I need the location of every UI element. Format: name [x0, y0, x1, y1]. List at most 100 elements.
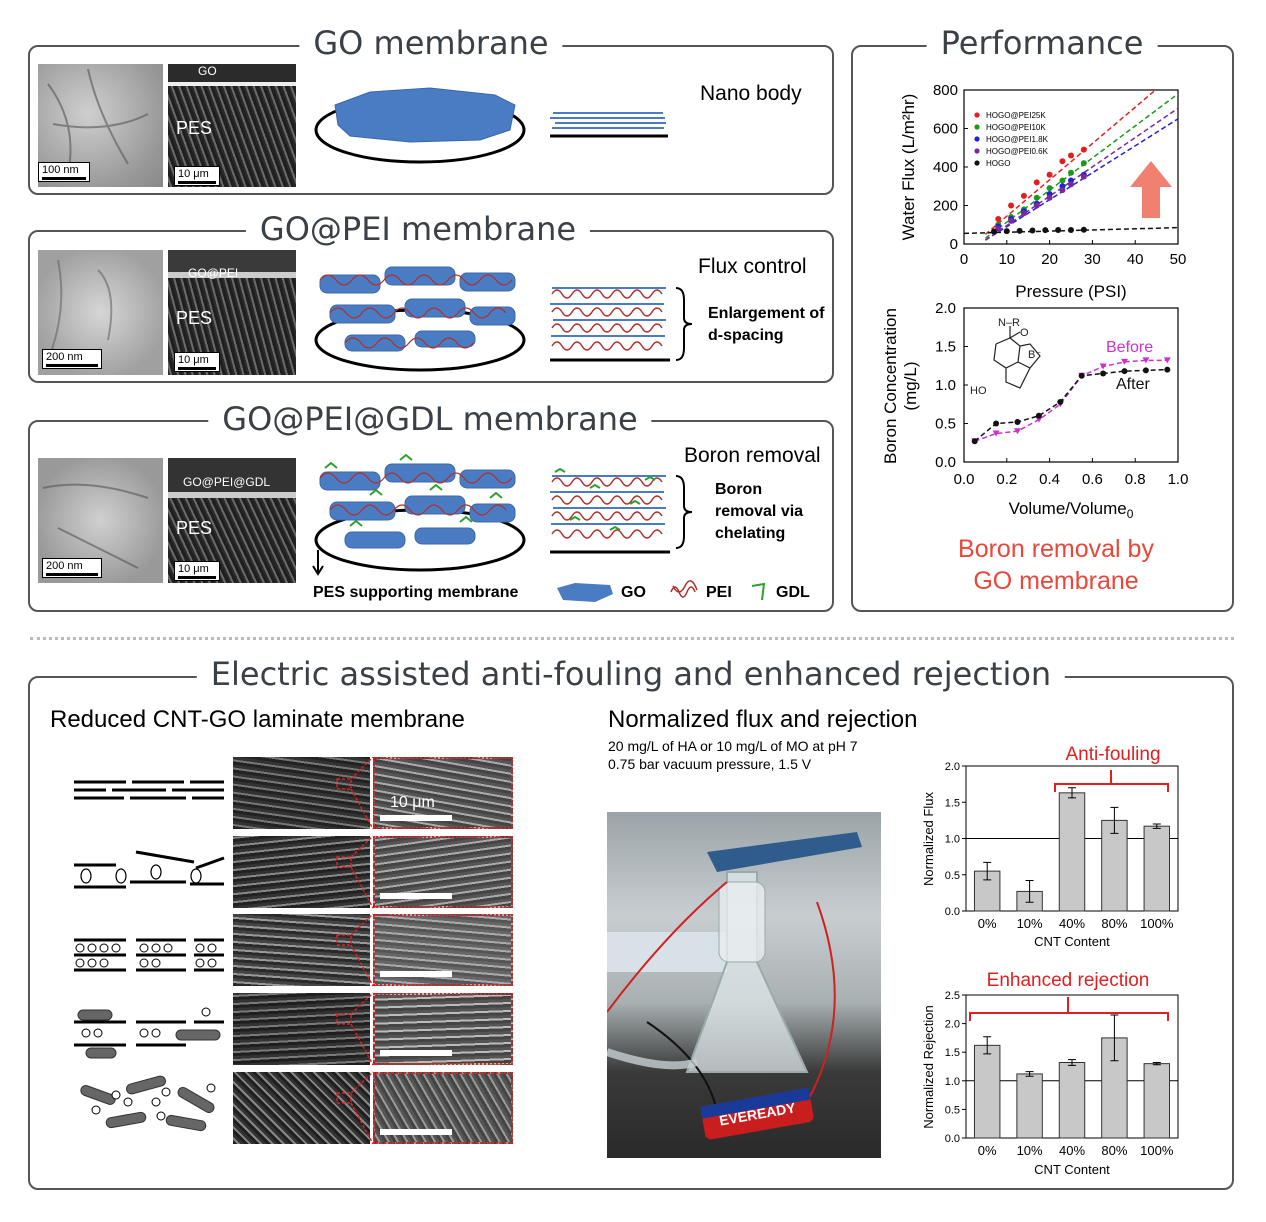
performance-panel [851, 45, 1234, 612]
legend-label: HOGO@PEI25K [986, 111, 1046, 120]
tem-scale-gopei: 200 nm [42, 349, 102, 369]
filtration-setup-photo: EVEREADY [607, 812, 881, 1158]
data-point [995, 215, 1002, 222]
structure-label-b: B⁻ [1028, 349, 1041, 361]
go-layer-schematic [550, 112, 668, 138]
data-point [995, 225, 1002, 232]
x-tick-label: 100% [1140, 916, 1174, 931]
legend-label: HOGO@PEI1.8K [986, 135, 1049, 144]
y-tick-label: 2.5 [945, 990, 960, 1002]
data-point [1003, 228, 1010, 235]
data-point [1059, 177, 1066, 184]
data-point [971, 438, 978, 445]
error-bar [1025, 1071, 1034, 1077]
flux-chart-xlabel: Pressure (PSI) [1015, 282, 1126, 301]
error-bar [1152, 1061, 1161, 1066]
bar [1058, 1061, 1086, 1139]
boron-chart-xlabel: Volume/Volume0 [1009, 499, 1134, 521]
x-tick-label: 0% [978, 1143, 997, 1158]
sem-zoom-scale-bar-4 [380, 1050, 452, 1056]
gopeigdl-role-label: Boron removal [684, 444, 821, 467]
x-tick-label: 40% [1059, 1143, 1085, 1158]
zoom-connector-lines [336, 757, 374, 1145]
data-point [993, 420, 1000, 427]
gopei-role-label: Flux control [698, 255, 807, 278]
series-label-before: Before [1106, 339, 1153, 356]
enhanced-rejection-annotation: Enhanced rejection [987, 970, 1150, 991]
x-tick-label: 40% [1059, 916, 1085, 931]
gopei-note: Enlargement of d-spacing [708, 305, 825, 344]
fit-line-1 [984, 93, 1178, 239]
gopei-membrane-schematic [314, 266, 526, 372]
sem-scale-gopei: 10 μm [174, 352, 220, 372]
go-role-label: Nano body [700, 82, 802, 105]
series-label-after: After [1116, 376, 1150, 393]
flux-bar-xlabel: CNT Content [1034, 934, 1110, 949]
error-bar [983, 861, 992, 881]
legend-marker [974, 160, 980, 166]
bottom-title: Electric assisted anti-fouling and enhan… [196, 655, 1066, 693]
flux-bar-ylabel: Normalized Flux [921, 792, 936, 886]
sem-zoom-scale-label: 10 μm [390, 794, 435, 811]
anti-fouling-annotation: Anti-fouling [1065, 744, 1160, 765]
data-point [1020, 210, 1027, 217]
gopeigdl-note: Boron removal via chelating [715, 481, 804, 542]
performance-caption: Boron removal by GO membrane [870, 533, 1242, 597]
clamp [707, 832, 862, 872]
fit-line-2 [985, 118, 1178, 241]
y-tick-label: 1.5 [945, 1047, 960, 1059]
x-tick-label: 40 [1127, 251, 1144, 268]
legend-marker [974, 124, 980, 130]
fit-line-0 [984, 90, 1157, 235]
sem-zoom-scale-bar-2 [380, 893, 452, 899]
data-point [1080, 160, 1087, 167]
legend-marker [974, 148, 980, 154]
rejection-bar-xlabel: CNT Content [1034, 1162, 1110, 1177]
x-tick-label: 10 [998, 251, 1015, 268]
x-tick-label: 30 [1084, 251, 1101, 268]
sem-zoom-scale-bar-3 [380, 971, 452, 977]
legend-label: HOGO@PEI10K [986, 123, 1046, 132]
legend-label: HOGO@PEI0.6K [986, 147, 1049, 156]
data-point [1033, 202, 1040, 209]
vacuum-tube [607, 1048, 699, 1070]
x-tick-label: 0.8 [1125, 471, 1146, 488]
legend-marker [974, 136, 980, 142]
y-tick-label: 1.0 [945, 834, 960, 846]
y-tick-label: 2.0 [945, 761, 960, 773]
data-point [1029, 227, 1036, 234]
x-tick-label: 50 [1170, 251, 1187, 268]
data-point [1080, 173, 1087, 180]
data-point [1121, 368, 1128, 375]
x-tick-label: 0.0 [954, 471, 975, 488]
data-point [1046, 171, 1053, 178]
funnel [718, 881, 766, 963]
section-divider [30, 637, 1234, 640]
increase-arrow [1130, 161, 1172, 218]
y-tick-label: 1.0 [935, 377, 956, 394]
y-tick-label: 2.0 [945, 1019, 960, 1031]
structure-label-nr: N–R [998, 317, 1020, 329]
tem-scale-go: 100 nm [38, 162, 90, 182]
caption-line-2: GO membrane [973, 567, 1139, 595]
y-tick-label: 0.0 [945, 906, 960, 918]
error-bar [1068, 787, 1076, 799]
x-tick-label: 0% [978, 916, 997, 931]
x-tick-label: 10% [1017, 1143, 1043, 1158]
sem-scale-go: 10 μm [174, 166, 220, 186]
error-bar [1025, 880, 1034, 903]
gopeigdl-bracket [675, 475, 693, 549]
error-bar [1068, 1059, 1076, 1066]
sem-substrate-label-gopeigdl: PES [176, 518, 213, 538]
gopeigdl-layer-schematic [550, 468, 670, 554]
y-tick-label: 0.5 [935, 416, 956, 433]
data-point [1121, 358, 1128, 365]
data-point [1008, 217, 1015, 224]
condition-line-2: 0.75 bar vacuum pressure, 1.5 V [608, 756, 812, 772]
sem-layer-label-gopeigdl: GO@PEI@GDL [183, 475, 271, 489]
legend-marker [974, 112, 980, 118]
x-tick-label: 0.2 [996, 471, 1017, 488]
data-point [1014, 418, 1021, 425]
